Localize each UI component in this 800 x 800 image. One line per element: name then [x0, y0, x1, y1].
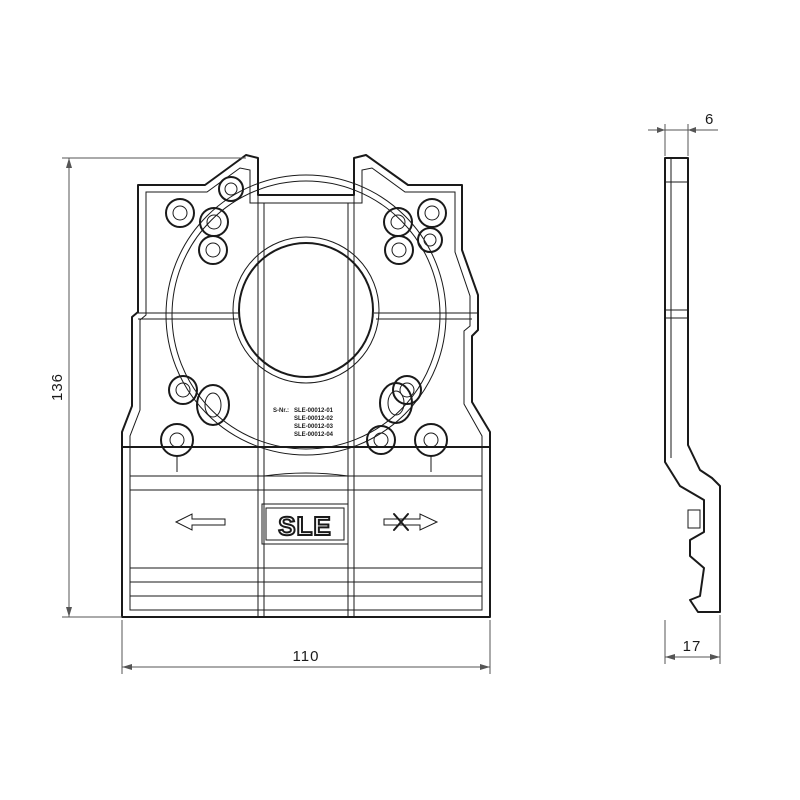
svg-text:SLE-00012-04: SLE-00012-04 [294, 432, 334, 438]
front-view: S-Nr.: SLE-00012-01 SLE-00012-02 SLE-000… [121, 154, 491, 618]
hole-cluster-top-right [383, 198, 447, 265]
svg-text:SLE-00012-02: SLE-00012-02 [294, 416, 334, 422]
center-bore [238, 242, 374, 378]
sle-logo: SLE [261, 503, 349, 545]
serial-label: S-Nr.: SLE-00012-01 SLE-00012-02 SLE-000… [273, 408, 334, 438]
svg-text:SLE: SLE [278, 511, 332, 541]
svg-text:SLE-00012-01: SLE-00012-01 [294, 408, 334, 414]
dimension-thickness: 6 [648, 111, 718, 156]
svg-text:S-Nr.:: S-Nr.: [273, 408, 289, 414]
hole-cluster-bottom-right [366, 375, 448, 472]
dimension-width-label: 110 [293, 648, 320, 665]
dimension-height: 136 [49, 157, 246, 618]
svg-text:SLE-00012-03: SLE-00012-03 [294, 424, 334, 430]
side-view [664, 157, 721, 613]
dimension-height-label: 136 [49, 373, 66, 401]
hole-cluster-bottom-left [160, 375, 230, 472]
dimension-depth-label: 17 [683, 638, 702, 655]
dimension-width: 110 [121, 620, 491, 674]
plate-outline [121, 154, 491, 618]
hole-cluster-top-left [165, 176, 244, 265]
arrow-right-crossed-icon [383, 513, 439, 531]
arrow-left-icon [174, 513, 226, 531]
side-profile [664, 157, 721, 613]
plate-inner-outline [129, 167, 483, 611]
dimension-depth: 17 [664, 615, 721, 664]
dimension-thickness-label: 6 [705, 111, 714, 128]
